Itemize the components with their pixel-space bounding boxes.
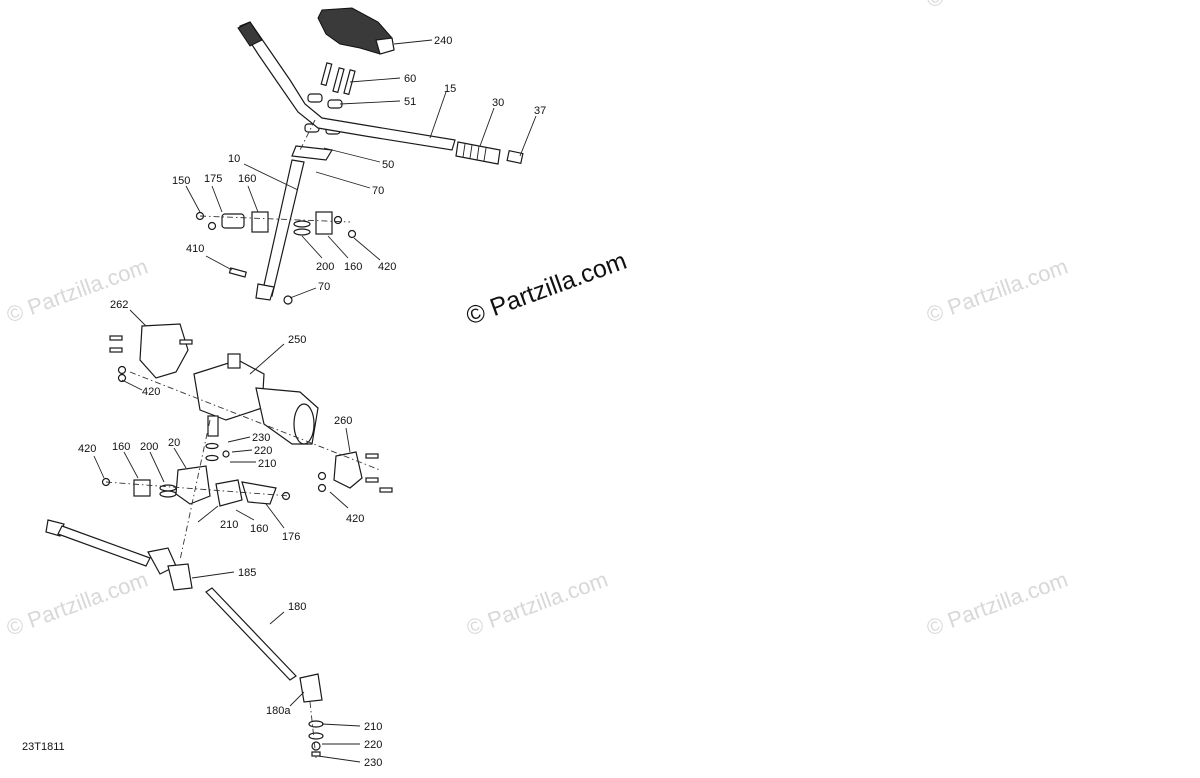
tie-rod-part — [57, 525, 151, 567]
diagram-code: 23T1811 — [22, 741, 65, 753]
lower-bearing-part — [101, 442, 291, 507]
callout-label: 230 — [252, 432, 270, 444]
callout-label: 200 — [316, 261, 334, 273]
handlebar-part — [239, 21, 456, 151]
callout-label: 240 — [434, 35, 452, 47]
callout-label: 230 — [364, 757, 382, 769]
watermark: © Partzilla.com — [923, 254, 1071, 328]
callout-label: 37 — [534, 105, 546, 117]
callout-label: 210 — [364, 721, 382, 733]
axis-line — [129, 371, 381, 471]
right-bracket-part — [333, 451, 363, 489]
callout-label: 210 — [220, 519, 238, 531]
callout-label: 180 — [288, 601, 306, 613]
callout-label: 260 — [334, 415, 352, 427]
callout-label: 262 — [110, 299, 128, 311]
callout-label: 185 — [238, 567, 256, 579]
power-steering-unit-part — [193, 359, 265, 421]
callout-label: 160 — [112, 441, 130, 453]
axis-line — [199, 215, 351, 223]
callout-label: 70 — [372, 185, 384, 197]
callout-label: 20 — [168, 437, 180, 449]
output-shaft-part — [207, 415, 219, 437]
watermark: © Partzilla.com — [388, 0, 536, 3]
handlebar-cover-edge — [375, 37, 395, 55]
steering-column-part — [261, 159, 305, 297]
callout-label: 210 — [258, 458, 276, 470]
nut-part — [283, 295, 293, 305]
callout-label: 160 — [238, 173, 256, 185]
callout-label: 15 — [444, 83, 456, 95]
watermark: © Partzilla.com — [463, 567, 611, 641]
callout-label: 420 — [346, 513, 364, 525]
axis-line — [309, 701, 317, 759]
callout-label: 176 — [282, 531, 300, 543]
watermark-group: © Partzilla.com © Partzilla.com © Partzi… — [3, 0, 1071, 641]
callout-label: 70 — [318, 281, 330, 293]
pitman-arm-part — [167, 563, 193, 591]
column-plate-part — [291, 145, 333, 161]
callout-labels: 240 60 51 15 30 37 50 70 10 150 175 160 … — [78, 35, 546, 769]
callout-label: 160 — [250, 523, 268, 535]
callout-label: 420 — [378, 261, 396, 273]
callout-label: 220 — [254, 445, 272, 457]
bar-end-part — [506, 149, 524, 165]
bearing-block-part — [195, 211, 357, 278]
axis-line — [105, 481, 291, 497]
drag-link-end-part — [299, 673, 323, 703]
watermark: © Partzilla.com — [923, 567, 1071, 641]
axis-line — [179, 419, 211, 561]
callout-label: 410 — [186, 243, 204, 255]
callout-label: 160 — [344, 261, 362, 273]
callout-label: 10 — [228, 153, 240, 165]
right-bracket-bolts — [317, 453, 393, 493]
callout-label: 60 — [404, 73, 416, 85]
drag-link-hardware — [308, 720, 324, 757]
watermark: © Partzilla.com — [3, 567, 151, 641]
watermark: © Partzilla.com — [3, 254, 151, 328]
callout-label: 420 — [142, 386, 160, 398]
callout-label: 200 — [140, 441, 158, 453]
partzilla-watermark-main: © Partzilla.com — [462, 247, 630, 331]
drag-link-part — [205, 587, 297, 681]
callout-label: 30 — [492, 97, 504, 109]
leader-lines — [93, 39, 537, 763]
callout-label: 220 — [364, 739, 382, 751]
callout-label: 150 — [172, 175, 190, 187]
motor-end-part — [293, 403, 315, 445]
watermark: © Partzilla.com — [923, 0, 1071, 13]
column-lower-end — [255, 283, 275, 301]
callout-label: 420 — [78, 443, 96, 455]
callout-label: 250 — [288, 334, 306, 346]
axis-line — [299, 119, 316, 151]
left-bracket-part — [139, 323, 189, 379]
left-grip-part — [237, 21, 263, 47]
bolts-part — [320, 62, 356, 96]
callout-label: 180a — [266, 705, 291, 717]
callout-label: 51 — [404, 96, 416, 108]
input-shaft-part — [227, 353, 241, 369]
bracket-bolts-part — [109, 335, 193, 383]
callout-label: 175 — [204, 173, 222, 185]
callout-label: 50 — [382, 159, 394, 171]
